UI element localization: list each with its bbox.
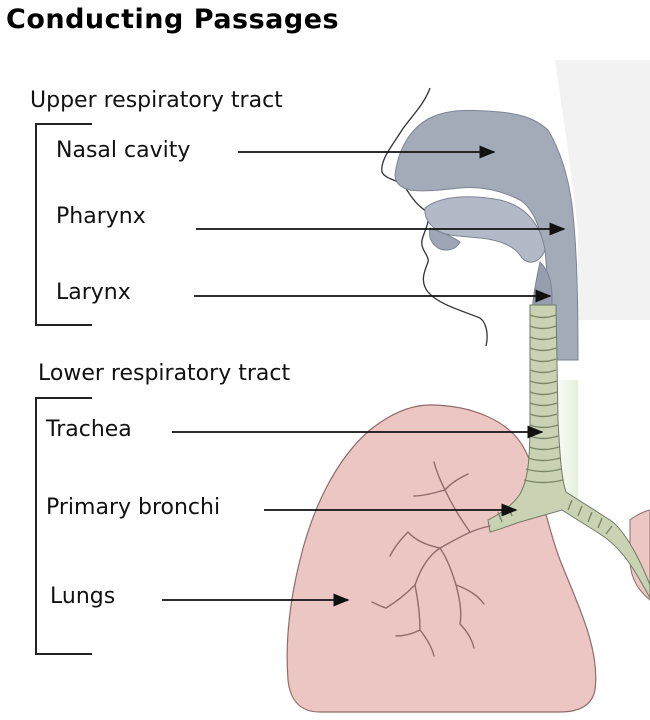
- trachea-shape: [487, 304, 650, 599]
- label-nasal-cavity: Nasal cavity: [56, 138, 191, 163]
- label-trachea: Trachea: [46, 417, 132, 442]
- upper-tract-heading: Upper respiratory tract: [30, 88, 283, 113]
- label-larynx: Larynx: [56, 280, 131, 305]
- label-lungs: Lungs: [50, 584, 116, 609]
- bronchial-tree: [371, 461, 491, 657]
- trachea-rings: [497, 314, 613, 535]
- lip-shape: [429, 227, 461, 251]
- nasal-cavity-shape: [394, 109, 579, 361]
- lower-bracket: [35, 397, 92, 655]
- lower-tract-heading: Lower respiratory tract: [38, 361, 291, 386]
- label-pharynx: Pharynx: [56, 204, 146, 229]
- diagram-title: Conducting Passages: [6, 4, 340, 35]
- upper-bracket: [35, 123, 92, 326]
- label-primary-bronchi: Primary bronchi: [46, 495, 221, 520]
- neck-background: [555, 60, 650, 320]
